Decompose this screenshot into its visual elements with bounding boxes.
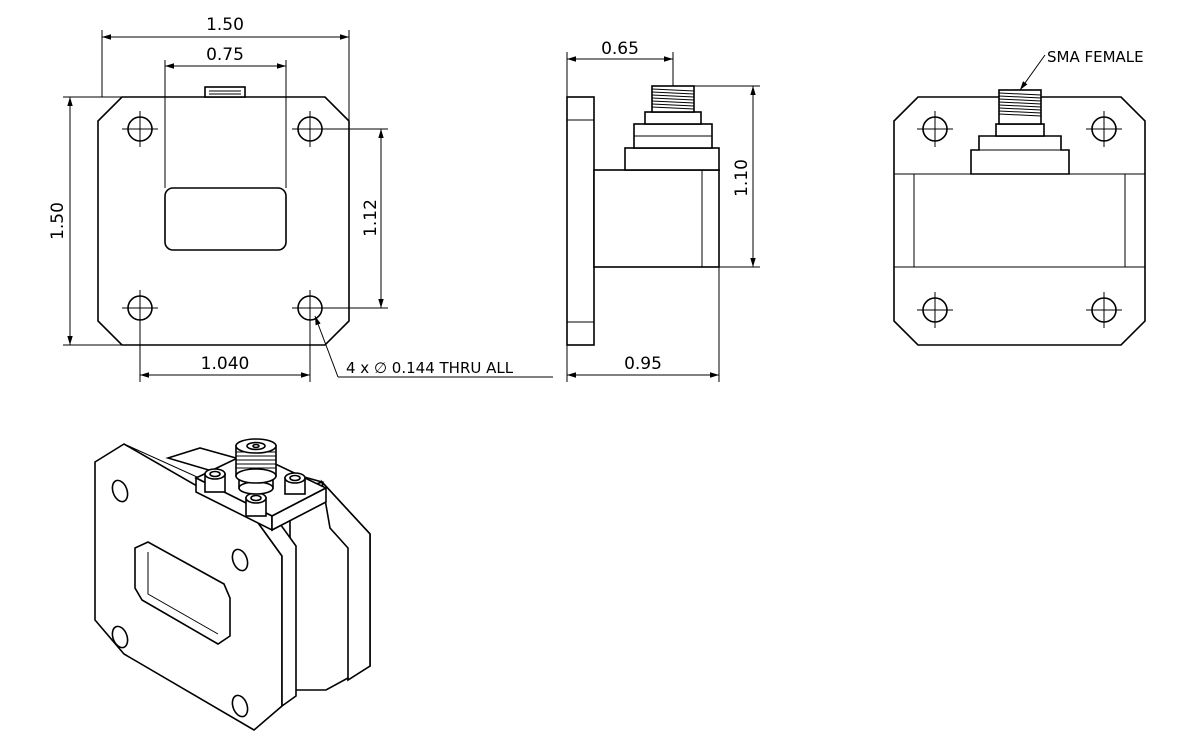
dim-slot-width: 0.75 — [206, 45, 244, 65]
side-flange — [566, 96, 595, 346]
iso-hole-2 — [231, 548, 249, 572]
iso-screw-front — [245, 492, 267, 517]
iso-hole-1 — [111, 479, 129, 503]
rear-hole-bottom-right — [1086, 292, 1122, 328]
iso-screw-left — [204, 468, 226, 493]
hole-callout-leader — [314, 315, 339, 378]
connector-callout-leader — [1019, 54, 1046, 91]
dim-front-height: 1.50 — [48, 202, 68, 240]
iso-sma-connector — [235, 438, 277, 495]
dim-side-depth: 0.95 — [624, 354, 662, 374]
front-view: 1.50 0.75 1.50 1.12 1.040 4 x ∅ 0.144 TH… — [48, 15, 553, 382]
hole-callout: 4 x ∅ 0.144 THRU ALL — [346, 359, 514, 377]
front-hole-bottom-right — [292, 290, 328, 326]
dim-connector-offset: 0.65 — [601, 39, 639, 59]
rear-view: SMA FEMALE — [893, 48, 1146, 346]
side-connector-base — [624, 147, 720, 171]
waveguide-slot — [164, 187, 287, 251]
front-hole-top-right — [292, 111, 328, 147]
front-connector-stub — [204, 86, 246, 98]
iso-waveguide-slot — [134, 541, 231, 645]
rear-hole-top-right — [1086, 111, 1122, 147]
side-body — [593, 169, 720, 268]
rear-connector-base — [970, 135, 1070, 175]
connector-label: SMA FEMALE — [1047, 48, 1144, 66]
side-connector-threads — [651, 88, 695, 110]
rear-hole-top-left — [917, 111, 953, 147]
side-view: 0.65 1.10 0.95 — [566, 39, 760, 382]
iso-hole-4 — [231, 694, 249, 718]
front-hole-top-left — [122, 111, 158, 147]
dim-hole-spacing-v: 1.12 — [361, 199, 381, 237]
iso-body-right — [320, 479, 371, 682]
dim-side-height: 1.10 — [732, 159, 752, 197]
rear-hole-bottom-left — [917, 292, 953, 328]
dim-hole-spacing-h: 1.040 — [201, 354, 250, 374]
front-hole-bottom-left — [122, 290, 158, 326]
iso-hole-3 — [111, 625, 129, 649]
rear-flange-outline — [893, 96, 1146, 346]
isometric-view — [94, 438, 371, 731]
iso-screw-right — [284, 472, 306, 495]
rear-connector-threads — [998, 92, 1042, 117]
dim-front-width: 1.50 — [206, 15, 244, 35]
